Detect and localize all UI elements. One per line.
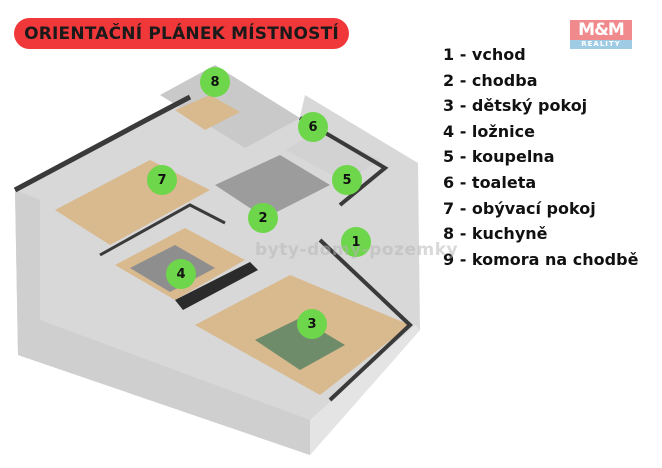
watermark: byty-domy-pozemky [255, 240, 459, 260]
legend-item: 2 - chodba [443, 70, 538, 90]
room-badge-3: 3 [297, 309, 327, 339]
legend-item: 9 - komora na chodbě [443, 249, 639, 269]
room-badge-1: 1 [341, 227, 371, 257]
room-badge-2: 2 [248, 203, 278, 233]
legend-item: 6 - toaleta [443, 172, 537, 192]
room-legend: 1 - vchod 2 - chodba 3 - dětský pokoj 4 … [443, 42, 638, 272]
room-badge-6: 6 [298, 112, 328, 142]
legend-item: 3 - dětský pokoj [443, 96, 588, 116]
logo-subtext: REALITY [570, 40, 632, 49]
logo-text: M&M [570, 20, 632, 40]
room-badge-8: 8 [200, 67, 230, 97]
legend-item: 5 - koupelna [443, 147, 555, 167]
room-badge-5: 5 [332, 165, 362, 195]
room-badge-4: 4 [166, 259, 196, 289]
legend-item: 7 - obývací pokoj [443, 198, 596, 218]
mm-reality-logo: M&M REALITY [570, 20, 632, 50]
page-title: ORIENTAČNÍ PLÁNEK MÍSTNOSTÍ [24, 23, 339, 44]
room-badge-7: 7 [147, 165, 177, 195]
title-banner: ORIENTAČNÍ PLÁNEK MÍSTNOSTÍ [14, 18, 349, 49]
legend-item: 4 - ložnice [443, 121, 535, 141]
legend-item: 1 - vchod [443, 45, 526, 64]
legend-item: 8 - kuchyně [443, 224, 548, 244]
